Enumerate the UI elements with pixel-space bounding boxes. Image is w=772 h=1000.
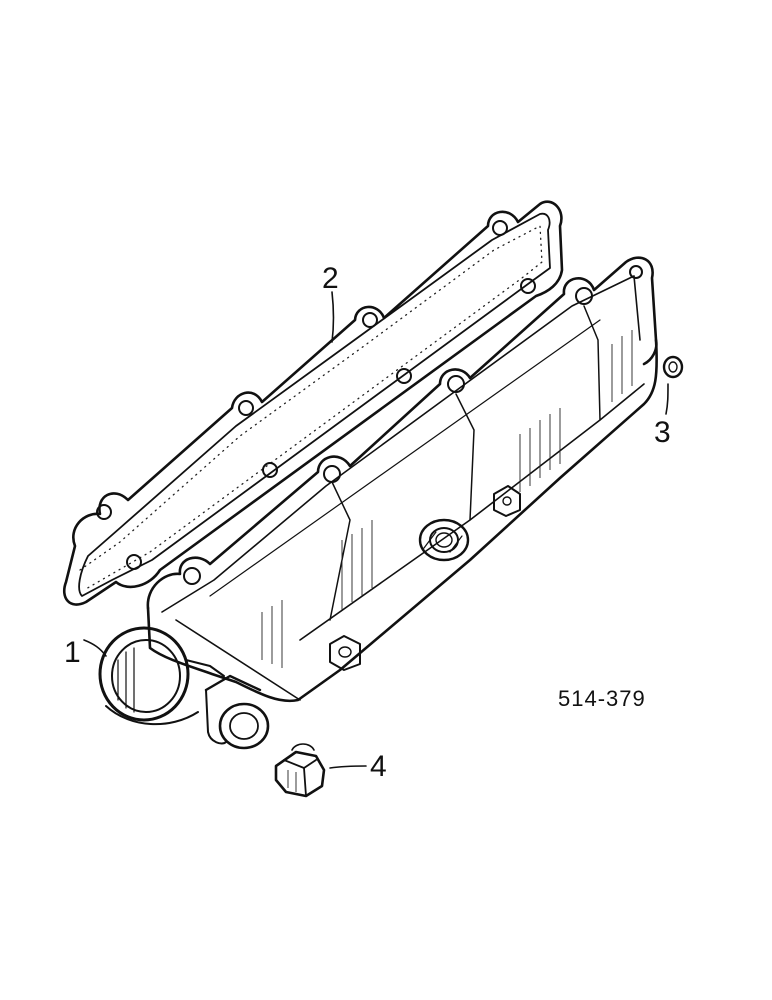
small-boss-lower: [329, 635, 361, 671]
callout-1: 1: [64, 636, 81, 669]
callout-4: 4: [370, 750, 387, 783]
leader-lines: [83, 291, 669, 769]
outlet-ring: [98, 626, 225, 726]
figure-number: 514-379: [558, 686, 646, 711]
callout-3: 3: [654, 416, 671, 449]
side-port: [204, 674, 270, 750]
centre-bore: [418, 518, 470, 562]
gasket-part: [63, 200, 564, 606]
body-shading: [261, 330, 633, 668]
washer-part: [662, 355, 684, 379]
plug-part: [274, 743, 326, 798]
manifold-body-part: [98, 256, 658, 750]
small-boss-top: [493, 485, 521, 517]
callout-2: 2: [322, 262, 339, 295]
